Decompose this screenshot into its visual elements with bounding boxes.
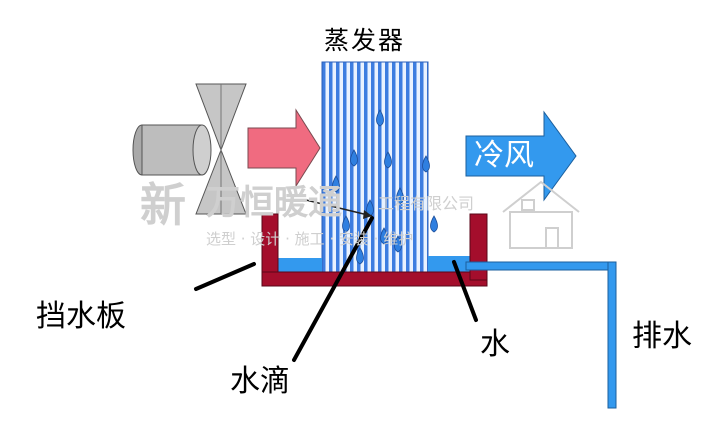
house-watermark-icon (502, 180, 580, 249)
cold-air-label: 冷风 (474, 138, 534, 173)
droplet-pointer-thin (305, 199, 373, 217)
drain-pipe (465, 261, 617, 409)
cold-air-arrow (465, 110, 577, 202)
water-droplets-icon (332, 109, 438, 265)
watermark-services: 选型 · 设计 · 施工 · 安装 · 维护 (206, 230, 414, 248)
warm-air-arrow (247, 108, 321, 188)
droplet-pointer-head (363, 210, 372, 219)
pointer-lines (194, 216, 478, 362)
water-pointer (452, 260, 478, 322)
droplets-label: 水滴 (230, 364, 290, 399)
watermark-logo-char: 新 (140, 178, 186, 232)
baffle-label: 挡水板 (36, 299, 126, 334)
tray-water-left (278, 258, 322, 272)
water-label: 水 (480, 327, 510, 362)
evaporator-title: 蒸发器 (324, 26, 406, 55)
watermark-company: 万恒暖通 (206, 183, 342, 223)
tray-water-right (428, 256, 470, 272)
fan-blades-icon (195, 83, 247, 215)
droplet-pointer (292, 216, 374, 362)
fan-motor-icon (132, 124, 212, 176)
watermark-company-suffix: 工程有限公司 (378, 194, 475, 213)
drain-label: 排水 (632, 319, 692, 354)
evaporator-fins (321, 61, 429, 273)
baffle-pointer (194, 262, 256, 291)
